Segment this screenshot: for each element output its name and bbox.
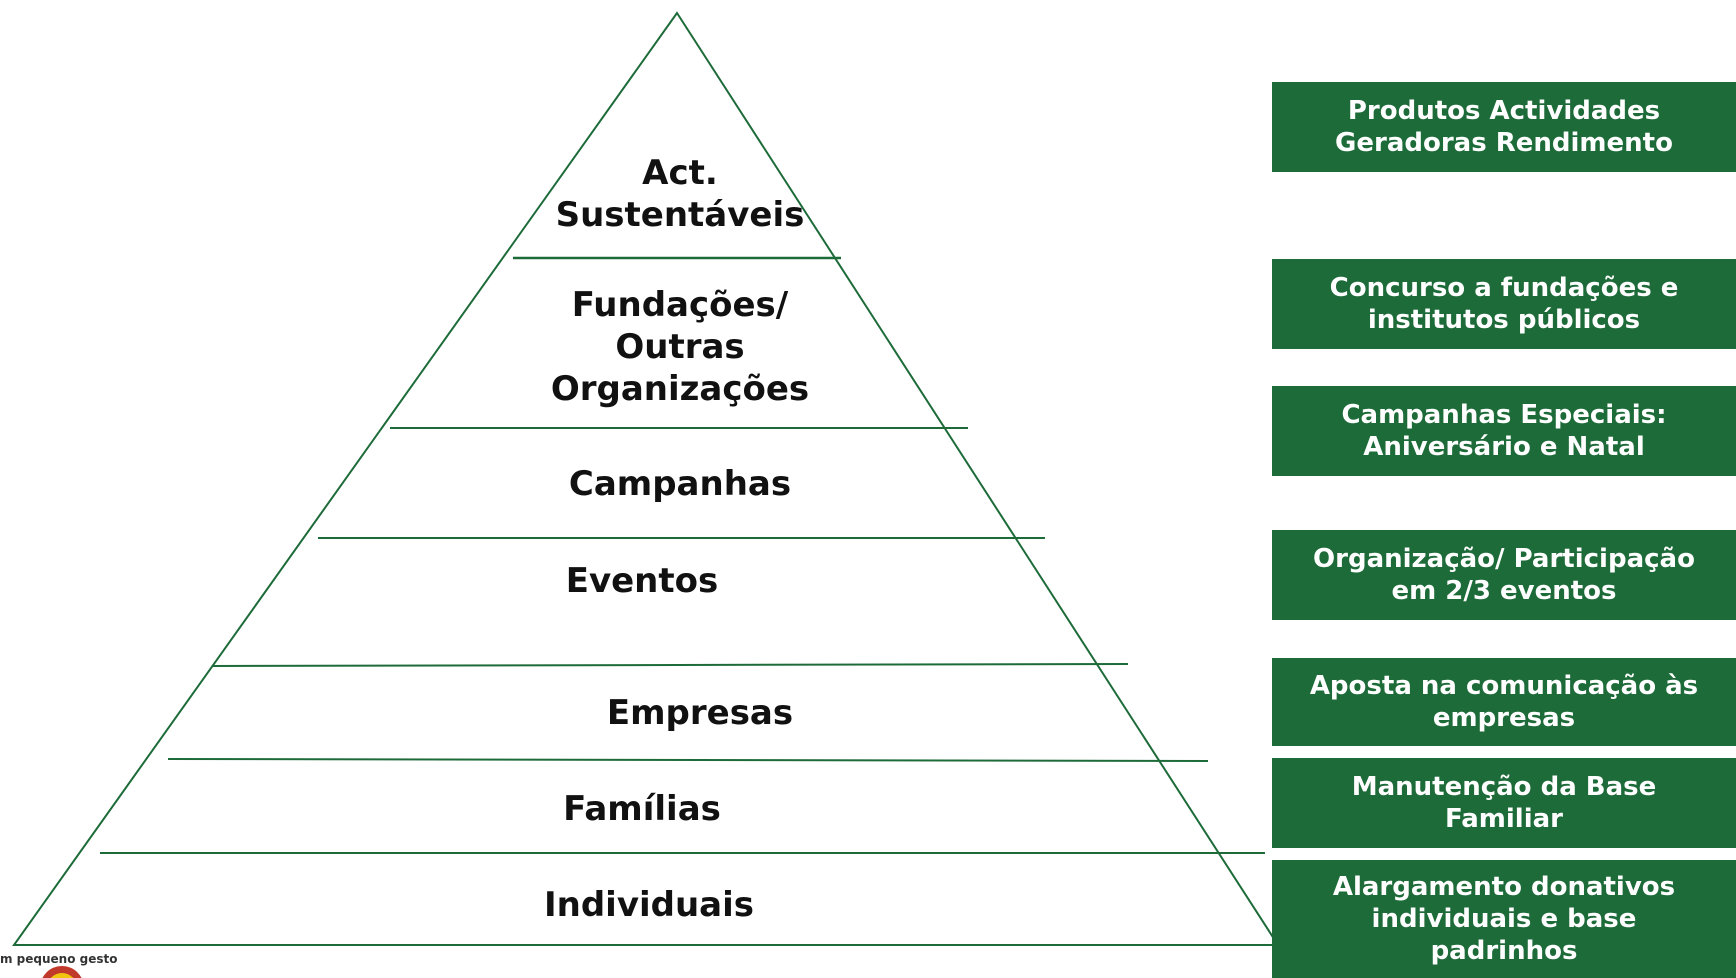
side-box-produtos: Produtos Actividades Geradoras Rendiment…: [1272, 82, 1736, 172]
side-box-organizacao-eventos: Organização/ Participação em 2/3 eventos: [1272, 530, 1736, 620]
tier-divider-5: [167, 758, 1209, 762]
side-box-comunicacao-empresas: Aposta na comunicação às empresas: [1272, 658, 1736, 746]
tier-campanhas: Campanhas: [568, 464, 792, 504]
tier-act-sustentaveis: Act. Sustentáveis: [555, 153, 805, 235]
logo-text: m pequeno gesto: [0, 952, 118, 966]
logo-emblem-icon: [42, 966, 82, 978]
tier-eventos: Eventos: [565, 561, 719, 601]
side-box-donativos-individuais: Alargamento donativos individuais e base…: [1272, 860, 1736, 978]
side-box-campanhas-especiais: Campanhas Especiais: Aniversário e Natal: [1272, 386, 1736, 476]
tier-divider-4: [212, 663, 1129, 667]
side-box-base-familiar: Manutenção da Base Familiar: [1272, 758, 1736, 848]
pyramid-outline: [12, 11, 1280, 946]
tier-empresas: Empresas: [606, 693, 794, 733]
tier-individuais: Individuais: [543, 885, 755, 925]
tier-fundacoes: Fundações/ Outras Organizações: [550, 285, 810, 409]
side-box-concurso: Concurso a fundações e institutos públic…: [1272, 259, 1736, 349]
tier-familias: Famílias: [563, 789, 721, 829]
logo: m pequeno gesto: [0, 952, 140, 978]
